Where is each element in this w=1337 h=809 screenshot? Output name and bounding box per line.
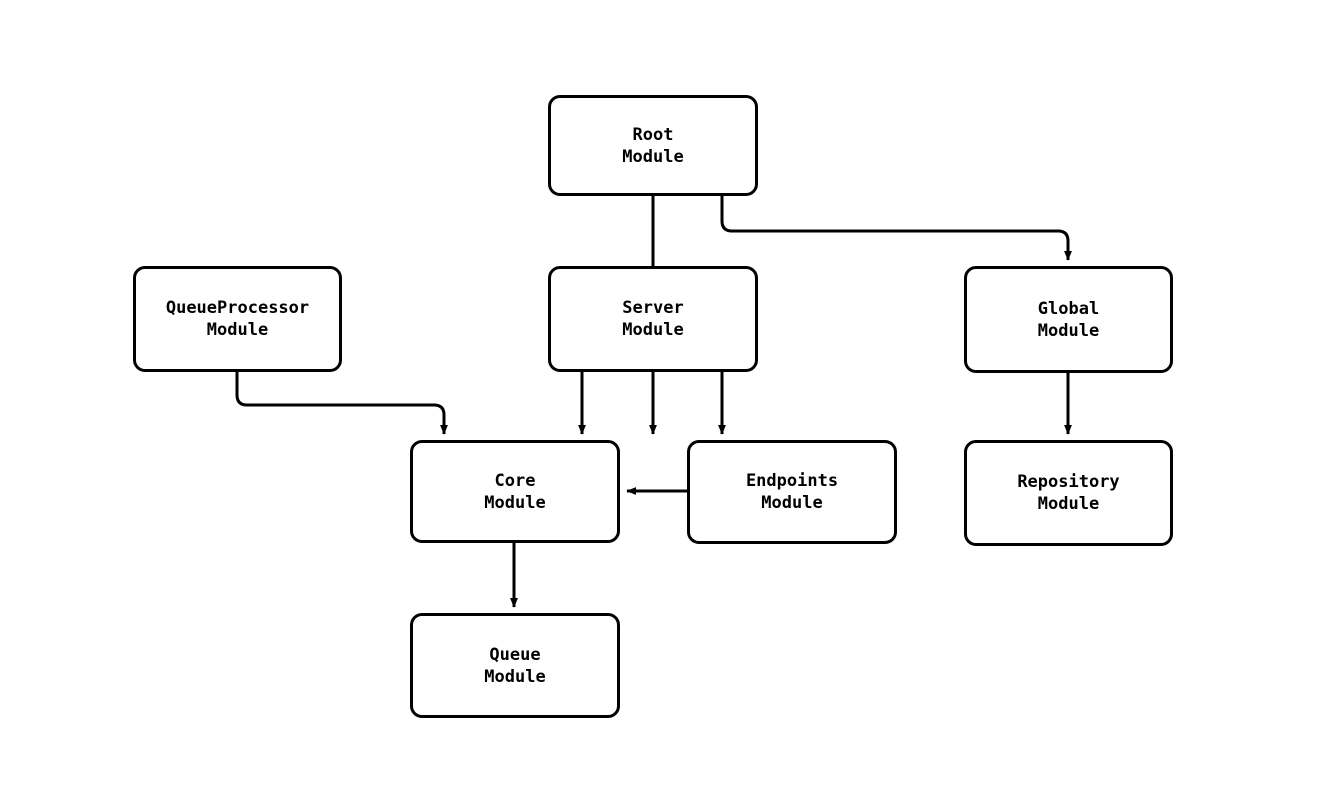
node-queue-module[interactable]: Queue Module [410,613,620,718]
node-core-module[interactable]: Core Module [410,440,620,543]
node-server-module[interactable]: Server Module [548,266,758,372]
node-queue-module-line2: Module [484,666,546,687]
node-server-module-line2: Module [622,320,684,340]
node-endpoints-module[interactable]: Endpoints Module [687,440,897,544]
node-repository-module[interactable]: Repository Module [964,440,1173,546]
node-root-module-line2: Module [622,146,684,167]
node-queueprocessor-module-line2: Module [206,320,269,340]
node-repository-module-line1: Repository [1017,472,1120,492]
edge-queueprocessor-to-core [235,372,448,435]
node-repository-module-line2: Module [1037,494,1100,514]
node-global-module-line1: Global [1037,298,1100,319]
node-global-module-line2: Module [1037,320,1100,341]
node-server-module-line1: Server [622,298,684,318]
node-queueprocessor-module[interactable]: QueueProcessor Module [133,266,342,372]
node-queue-module-line1: Queue [489,644,541,665]
node-root-module[interactable]: Root Module [548,95,758,196]
node-queueprocessor-module-line1: QueueProcessor [165,298,310,318]
node-endpoints-module-line1: Endpoints [745,471,839,491]
node-global-module[interactable]: Global Module [964,266,1173,373]
node-core-module-line1: Core [494,470,536,491]
node-core-module-line2: Module [484,492,546,513]
node-root-module-line1: Root [632,124,674,145]
edge-root-to-global [720,196,1072,261]
node-endpoints-module-line2: Module [761,493,823,513]
